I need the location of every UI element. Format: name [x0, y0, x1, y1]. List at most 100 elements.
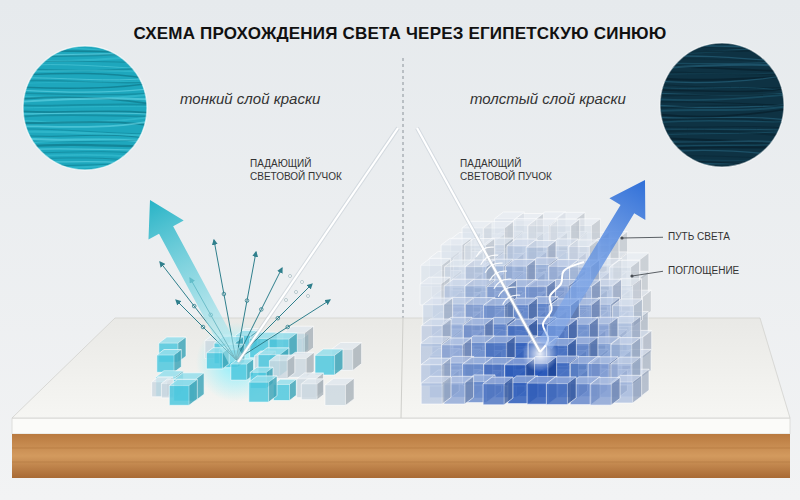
- crystal-edge: [169, 379, 197, 385]
- crystal-edge: [421, 376, 451, 383]
- swatch-rim: [660, 43, 784, 167]
- canvas-surface: [12, 318, 790, 418]
- crystal-face: [421, 383, 442, 404]
- crystal-edge: [297, 373, 324, 379]
- pigment-crystal: [421, 376, 451, 404]
- absorption-wave: [503, 295, 521, 305]
- crystal-edge: [613, 299, 643, 306]
- pigment-fiber: [17, 97, 153, 104]
- crystal-edge: [483, 377, 513, 384]
- scattered-ray: [236, 252, 256, 360]
- crystal-edge: [421, 376, 451, 404]
- pigment-fiber: [17, 138, 153, 143]
- pigment-fiber: [17, 52, 153, 57]
- pigment-fiber: [654, 75, 790, 82]
- pigment-fiber: [654, 108, 790, 116]
- crystal-edge: [568, 240, 598, 247]
- pigment-fiber: [654, 45, 790, 48]
- scatter-dot: [307, 295, 310, 298]
- crystal-face: [249, 382, 269, 402]
- pigment-fiber: [654, 72, 790, 74]
- crystal-edge: [632, 382, 633, 403]
- pigment-fiber: [17, 71, 153, 72]
- crystal-face: [206, 353, 222, 369]
- scatter-dot: [222, 292, 226, 296]
- pigment-fiber: [654, 93, 790, 95]
- pigment-fiber: [654, 59, 790, 61]
- crystal-edge: [590, 377, 620, 384]
- scattered-ray: [236, 300, 330, 360]
- crystal-edge: [268, 382, 269, 402]
- scatter-dot: [276, 316, 280, 320]
- pigment-fiber: [654, 119, 790, 124]
- pigment-fiber: [654, 106, 790, 111]
- pigment-fiber: [654, 39, 790, 42]
- crystal-edge: [420, 277, 450, 284]
- pigment-fiber: [17, 171, 153, 174]
- crystal-face: [169, 386, 189, 406]
- crystal-edge: [423, 298, 453, 305]
- crystal-edge: [484, 221, 514, 228]
- swatch-rim: [23, 46, 147, 170]
- crystal-edge: [526, 280, 556, 287]
- pigment-fibers: [17, 41, 153, 174]
- crystal-edge: [236, 330, 258, 335]
- crystal-edge: [345, 385, 346, 406]
- reflected-light-arrow: [148, 200, 243, 364]
- crystal-edge: [464, 383, 465, 404]
- pigment-fibers: [654, 38, 790, 170]
- callout-label: ПОГЛОЩЕНИЕ: [668, 265, 739, 278]
- scatter-dot: [245, 299, 249, 303]
- crystal-edge: [611, 384, 612, 405]
- pigment-fiber: [17, 104, 153, 106]
- pigment-fiber: [17, 93, 153, 95]
- crystal-edge: [611, 338, 641, 345]
- pigment-crystal: [325, 378, 354, 405]
- crystal-edge: [169, 379, 197, 405]
- crystal-face: [325, 385, 346, 406]
- pigment-fiber: [17, 83, 153, 89]
- crystal-edge: [334, 355, 335, 375]
- incident-beam: [238, 128, 398, 362]
- pigment-fiber: [654, 151, 790, 157]
- scatter-dot: [260, 308, 264, 312]
- pigment-fiber: [654, 44, 790, 47]
- pigment-fiber: [17, 61, 153, 63]
- crystal-edge: [352, 349, 353, 370]
- pigment-crystal: [483, 377, 513, 405]
- pigment-fiber: [17, 158, 153, 164]
- pigment-fiber: [654, 126, 790, 128]
- leader-dot: [630, 274, 633, 277]
- crystal-face: [527, 383, 548, 404]
- pigment-crystal: [546, 377, 576, 405]
- crystal-edge: [421, 319, 451, 326]
- crystal-edge: [301, 379, 323, 384]
- pigment-fiber: [17, 80, 153, 84]
- pigment-fiber: [654, 48, 790, 54]
- crystal-edge: [483, 377, 513, 405]
- pigment-fiber: [654, 60, 790, 63]
- pigment-fiber: [17, 113, 153, 114]
- crystal-edge: [157, 350, 182, 356]
- callout-label: ПУТЬ СВЕТА: [668, 231, 730, 244]
- crystal-edge: [421, 259, 451, 266]
- pigment-fiber: [17, 162, 153, 167]
- crystal-edge: [287, 361, 288, 379]
- crystal-face: [157, 355, 174, 372]
- crystal-edge: [546, 377, 576, 405]
- crystal-edge: [619, 253, 649, 260]
- crystal-edge: [567, 384, 568, 405]
- crystal-edge: [249, 376, 277, 382]
- canvas-edge: [12, 418, 790, 434]
- pigment-fiber: [654, 89, 790, 91]
- pigment-fiber: [17, 99, 153, 102]
- crystal-edge: [174, 373, 204, 380]
- scatter-dot: [192, 304, 196, 308]
- crystal-edge: [258, 348, 289, 355]
- pigment-fiber: [654, 87, 790, 93]
- pigment-crystal: [169, 379, 197, 405]
- scattered-ray: [236, 268, 282, 360]
- pigment-fiber: [17, 149, 153, 150]
